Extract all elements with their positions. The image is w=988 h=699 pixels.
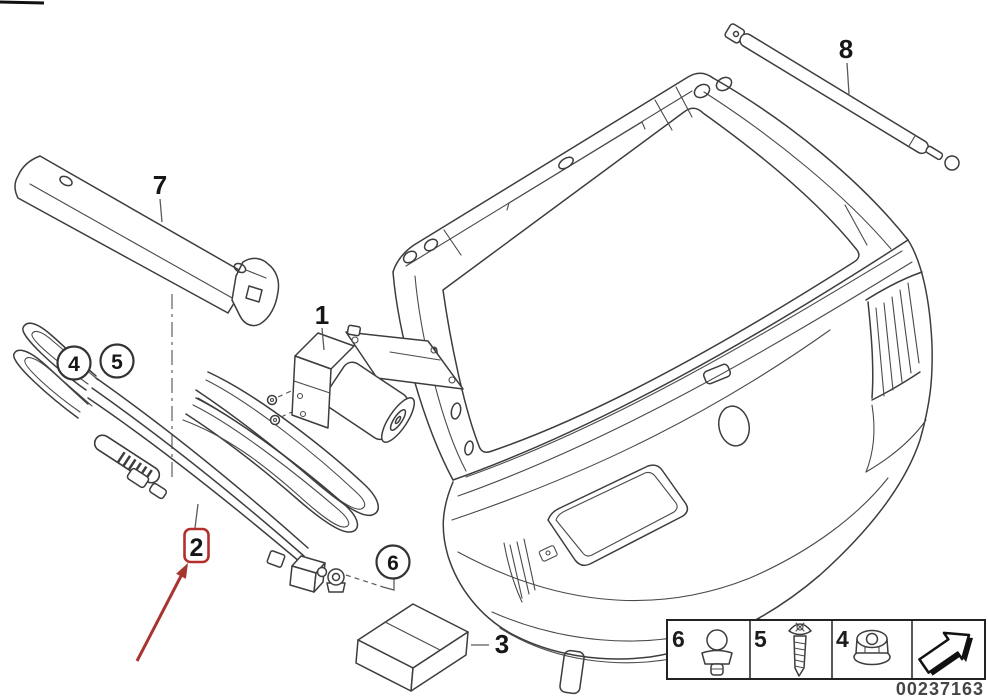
callout-part-4[interactable]: 4 (56, 345, 92, 381)
callout-part-5[interactable]: 5 (99, 343, 135, 379)
cover-drawing (14, 155, 280, 327)
leader-line-6-dashed (345, 574, 384, 588)
part-label-3[interactable]: 3 (495, 629, 509, 659)
direction-arrow-icon (918, 631, 973, 676)
legend-label-ball-stud: 6 (672, 626, 685, 652)
highlight-arrow-head (176, 563, 188, 579)
part-label-6[interactable]: 6 (387, 552, 399, 575)
legend-dividers (749, 620, 913, 679)
cable-harness-drawing (13, 322, 379, 593)
highlight-box[interactable] (183, 527, 210, 564)
screw-icon (788, 622, 812, 677)
callout-part-2-highlighted[interactable]: 2 (135, 503, 210, 662)
legend-label-screw: 5 (754, 626, 767, 652)
part-label-1[interactable]: 1 (315, 300, 329, 330)
catalog-number: 00237163 (896, 679, 984, 699)
callout-part-3[interactable]: 3 (471, 629, 509, 659)
leader-line-1 (321, 327, 325, 351)
callout-part-6[interactable]: 6 (345, 544, 411, 591)
ball-stud-icon (701, 629, 733, 676)
callout-circle-5[interactable] (99, 343, 135, 379)
legend-cell-arrow[interactable] (918, 631, 973, 676)
leader-line-8 (846, 62, 850, 95)
callout-circle-6[interactable] (375, 544, 411, 580)
legend-label-flange-nut: 4 (836, 626, 849, 652)
leader-line-7 (159, 198, 163, 223)
scan-artifact (0, 0, 45, 5)
callout-part-8[interactable]: 8 (839, 34, 853, 95)
part-label-4[interactable]: 4 (68, 353, 80, 376)
tailgate-drawing (392, 72, 933, 695)
wiper-motor-drawing (291, 324, 464, 443)
part-label-2[interactable]: 2 (190, 534, 204, 562)
callout-circle-4[interactable] (56, 345, 92, 381)
part-label-7[interactable]: 7 (153, 170, 167, 200)
leader-line-2 (194, 503, 199, 529)
legend-cell-flange-nut[interactable]: 4 (836, 626, 891, 666)
legend-cell-ball-stud[interactable]: 6 (672, 626, 733, 676)
legend-panel: 6 5 4 (666, 619, 986, 680)
part-label-5[interactable]: 5 (111, 351, 123, 374)
gas-strut-drawing (724, 23, 960, 171)
legend-cell-screw[interactable]: 5 (754, 622, 812, 677)
part-label-8[interactable]: 8 (839, 34, 853, 64)
callout-part-1[interactable]: 1 (315, 300, 329, 351)
leader-line-6 (382, 579, 395, 591)
box-part-drawing (355, 603, 469, 692)
flange-nut-icon (853, 629, 891, 666)
callout-part-7[interactable]: 7 (153, 170, 167, 223)
highlight-arrow-shaft (135, 575, 183, 662)
